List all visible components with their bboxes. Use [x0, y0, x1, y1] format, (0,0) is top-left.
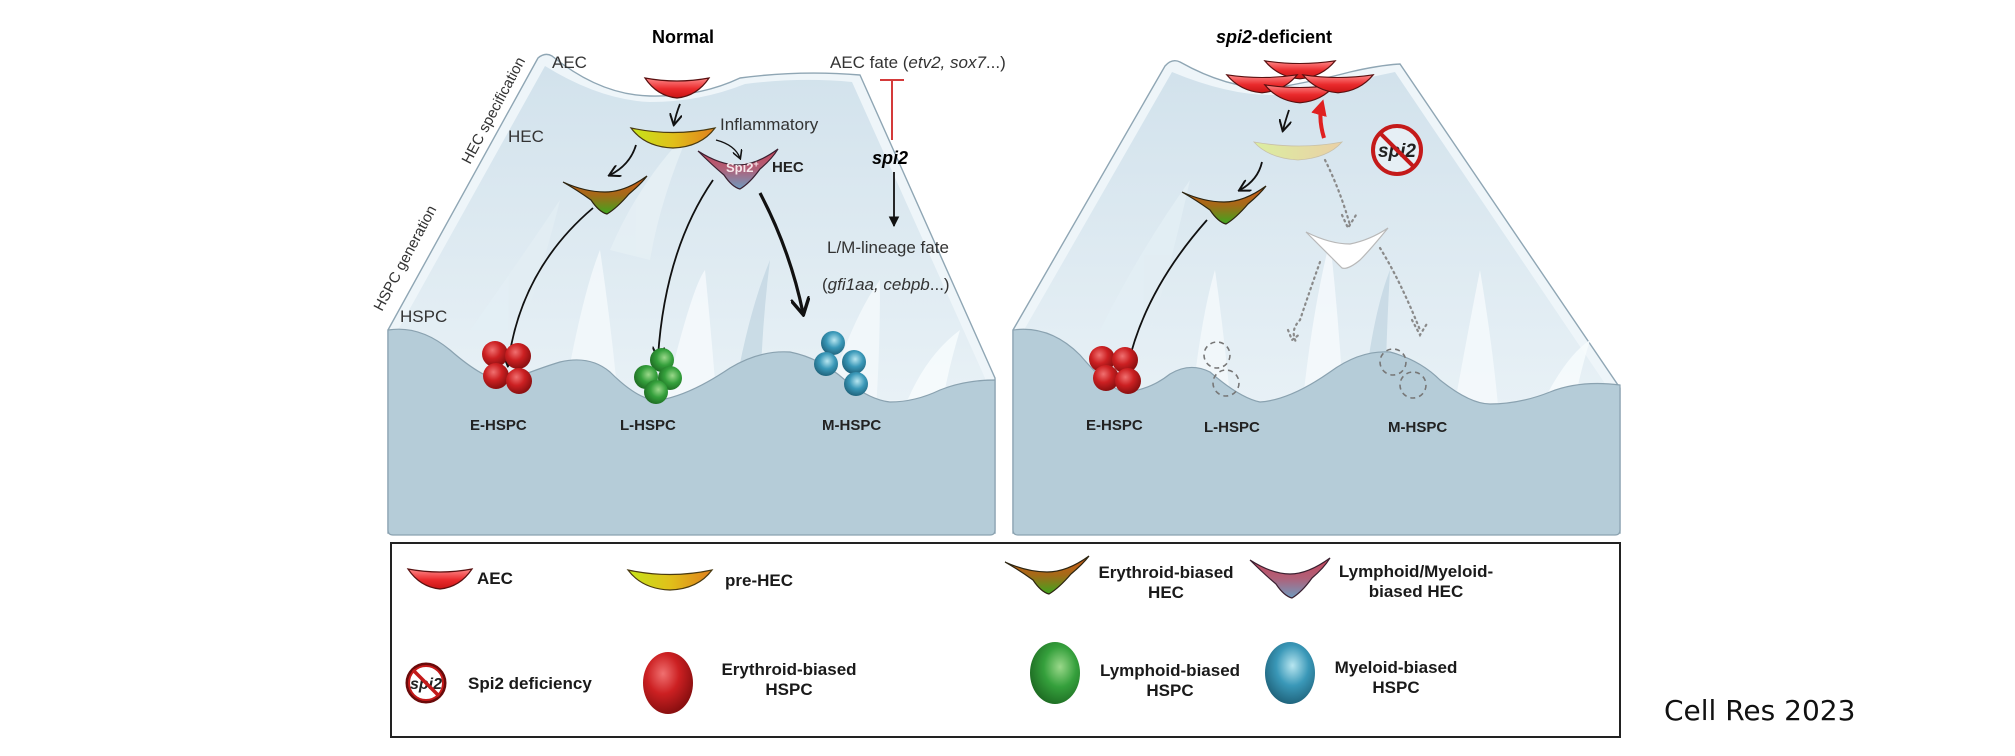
spi2-hec-suffix: HEC — [772, 159, 804, 176]
lm-genes-label: (gfi1aa, cebpb...) — [822, 275, 950, 294]
arrow-to-m-hspc — [758, 192, 803, 313]
legend-label-pre-hec: pre-HEC — [725, 571, 793, 590]
legend-erythroid-hspc-icon — [643, 652, 693, 714]
arrow-aec-to-prehec — [1283, 109, 1289, 130]
regulation-annotation: AEC fate (etv2, sox7...) spi2 L/M-lineag… — [822, 53, 1006, 294]
legend-box — [390, 542, 1621, 738]
hspc-label-m: M-HSPC — [1388, 419, 1447, 436]
hspc-label-l: L-HSPC — [1204, 419, 1260, 436]
l-hspc-cluster — [634, 348, 682, 404]
hspc-label-l: L-HSPC — [620, 417, 676, 434]
e-hspc-cluster — [1089, 346, 1141, 394]
citation-label: Cell Res 2023 — [1664, 694, 1856, 727]
legend-myeloid-hspc-icon — [1265, 642, 1315, 704]
hspc-label-e: E-HSPC — [470, 417, 527, 434]
legend-label-myeloid-hspc-1: Myeloid-biased — [1335, 658, 1458, 677]
stage-label-aec: AEC — [552, 53, 587, 72]
absent-m-hspc — [1379, 348, 1427, 399]
landscape-surface — [398, 66, 985, 400]
m-hspc-cluster — [814, 331, 868, 396]
legend-label-erythroid-hspc-1: Erythroid-biased — [721, 660, 856, 679]
legend-label-erythroid-hec-2: HEC — [1148, 583, 1184, 602]
hspc-label-e: E-HSPC — [1086, 417, 1143, 434]
legend-label-lm-hec-1: Lymphoid/Myeloid- — [1339, 562, 1493, 581]
e-hspc-cluster — [482, 341, 532, 394]
stage-label-hec: HEC — [508, 127, 544, 146]
legend-label-lm-hec-2: biased HEC — [1369, 582, 1463, 601]
hspc-label-m: M-HSPC — [822, 417, 881, 434]
arrow-prehec-to-erythroid-hec — [1240, 161, 1263, 190]
reverse-arrow-to-aec — [1311, 99, 1327, 139]
panel-deficient: spi2-deficient spi2 — [1012, 27, 1621, 536]
arrow-prehec-to-lm-hec — [715, 139, 740, 158]
legend-label-spi2-deficiency: Spi2 deficiency — [468, 674, 592, 693]
absent-lm-hec-cell — [1305, 227, 1389, 269]
legend-spi2-knockout-icon: spi2 — [405, 662, 447, 704]
aec-fate-label: AEC fate (etv2, sox7...) — [830, 53, 1006, 72]
legend-label-aec: AEC — [477, 569, 513, 588]
spi2-hec-label: Spi2+ — [726, 159, 759, 175]
spi2-regulator-label: spi2 — [872, 148, 908, 168]
panel-title-normal: Normal — [652, 27, 714, 47]
inflammatory-label: Inflammatory — [720, 115, 819, 134]
legend-lymphoid-hspc-icon — [1030, 642, 1080, 704]
legend-label-erythroid-hspc-2: HSPC — [765, 680, 812, 699]
panel-normal: HEC specification HSPC generation AEC HE… — [371, 27, 996, 536]
arrow-to-l-hspc — [658, 179, 714, 357]
legend-label-lymphoid-hspc-1: Lymphoid-biased — [1100, 661, 1240, 680]
panel-title-deficient: spi2-deficient — [1216, 27, 1332, 47]
legend: AEC pre-HEC Erythroid-biased HEC Lymphoi… — [390, 542, 1621, 738]
spi2-knockout-icon: spi2 — [1371, 124, 1423, 176]
stage-label-hspc: HSPC — [400, 307, 447, 326]
pre-hec-cell-faded — [1252, 141, 1344, 161]
legend-label-lymphoid-hspc-2: HSPC — [1146, 681, 1193, 700]
absent-l-hspc — [1203, 341, 1240, 397]
arrow-prehec-to-erythroid-hec — [610, 144, 637, 175]
arrow-to-e-hspc — [508, 207, 594, 365]
legend-label-erythroid-hec-1: Erythroid-biased — [1098, 563, 1233, 582]
arrow-aec-to-prehec — [674, 103, 680, 124]
arrow-to-e-hspc — [1128, 219, 1208, 365]
legend-label-myeloid-hspc-2: HSPC — [1372, 678, 1419, 697]
lm-fate-label: L/M-lineage fate — [827, 238, 949, 257]
dotted-paths — [1286, 158, 1430, 344]
